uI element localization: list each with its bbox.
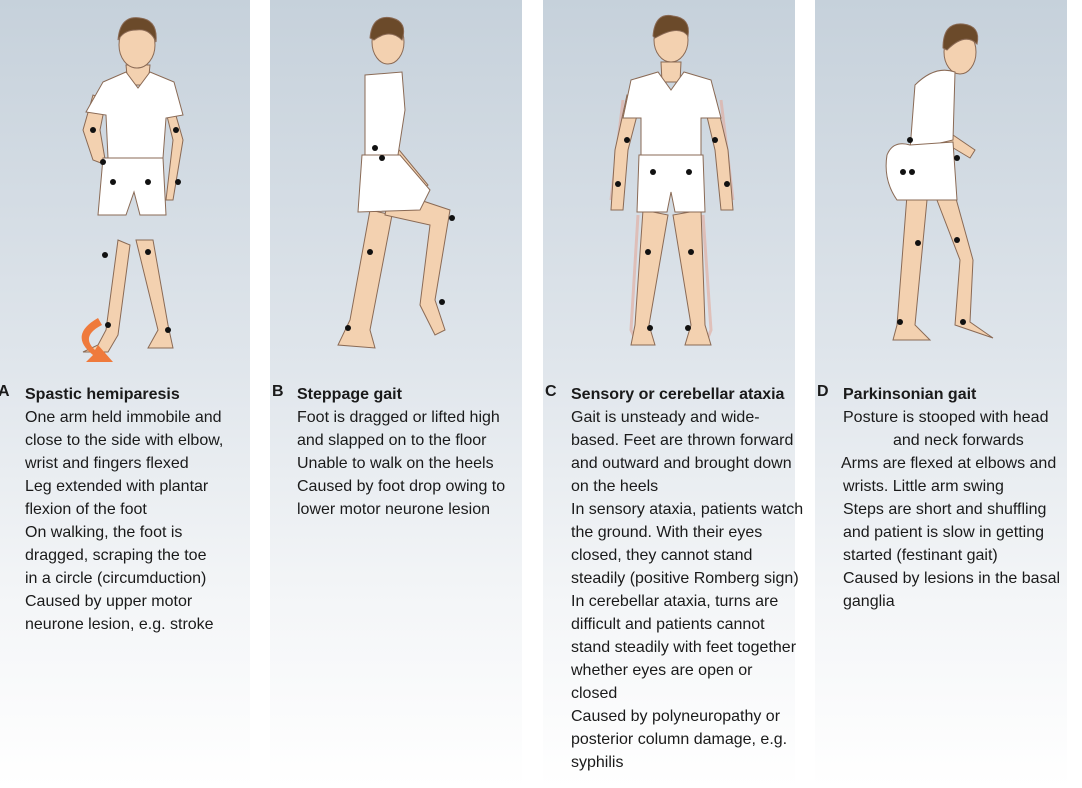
figure-parkinsonian-gait (885, 23, 994, 341)
description-line: One arm held immobile and (25, 409, 222, 426)
description-line: On walking, the foot is (25, 524, 183, 541)
description-line: and neck forwards (893, 432, 1024, 449)
description-line: closed (571, 685, 618, 702)
description-line: Leg extended with plantar (25, 478, 209, 495)
figure-steppage-gait (337, 16, 455, 349)
figure-spastic-hemiparesis (81, 17, 184, 362)
description-line: Caused by upper motor (25, 593, 193, 610)
description-line: based. Feet are thrown forward (571, 432, 794, 449)
panel-title: Steppage gait (297, 386, 402, 403)
description-line: and patient is slow in getting (843, 524, 1045, 541)
description-line: flexion of the foot (25, 501, 147, 518)
panel-letter: C (545, 383, 557, 400)
panel-title: Spastic hemiparesis (25, 386, 180, 403)
panel-letter: A (0, 383, 10, 400)
description-line: and outward and brought down (571, 455, 792, 472)
description-line: Posture is stooped with head (843, 409, 1049, 426)
description-line: and slapped on to the floor (297, 432, 487, 449)
description-line: wrist and fingers flexed (25, 455, 189, 472)
description-line: Gait is unsteady and wide- (571, 409, 760, 426)
description-line: dragged, scraping the toe (25, 547, 207, 564)
description-line: on the heels (571, 478, 659, 495)
description-line: Steps are short and shuffling (843, 501, 1047, 518)
description-line: Caused by lesions in the basal (843, 570, 1061, 587)
description-line: ganglia (843, 593, 895, 610)
description-line: close to the side with elbow, (25, 432, 224, 449)
description-line: posterior column damage, e.g. (571, 731, 788, 748)
description-line: in a circle (circumduction) (25, 570, 207, 587)
description-line: lower motor neurone lesion (297, 501, 490, 518)
description-line: difficult and patients cannot (571, 616, 765, 633)
panel-title: Parkinsonian gait (843, 386, 977, 403)
panel-letter: B (272, 383, 284, 400)
description-line: neurone lesion, e.g. stroke (25, 616, 214, 633)
panel-title: Sensory or cerebellar ataxia (571, 386, 785, 403)
circumduction-arrow-icon (81, 318, 113, 362)
description-line: Caused by foot drop owing to (297, 478, 506, 495)
description-line: whether eyes are open or (571, 662, 753, 679)
description-line: Arms are flexed at elbows and (841, 455, 1057, 472)
description-line: Caused by polyneuropathy or (571, 708, 781, 725)
description-line: Unable to walk on the heels (297, 455, 494, 472)
description-line: steadily (positive Romberg sign) (571, 570, 799, 587)
figure-ataxia (609, 14, 735, 346)
description-line: In sensory ataxia, patients watch (571, 501, 804, 518)
description-line: closed, they cannot stand (571, 547, 753, 564)
description-line: the ground. With their eyes (571, 524, 763, 541)
description-line: stand steadily with feet together (571, 639, 797, 656)
description-line: syphilis (571, 754, 624, 771)
description-line: started (festinant gait) (843, 547, 998, 564)
description-line: Foot is dragged or lifted high (297, 409, 500, 426)
description-line: In cerebellar ataxia, turns are (571, 593, 779, 610)
description-line: wrists. Little arm swing (843, 478, 1004, 495)
panel-letter: D (817, 383, 829, 400)
